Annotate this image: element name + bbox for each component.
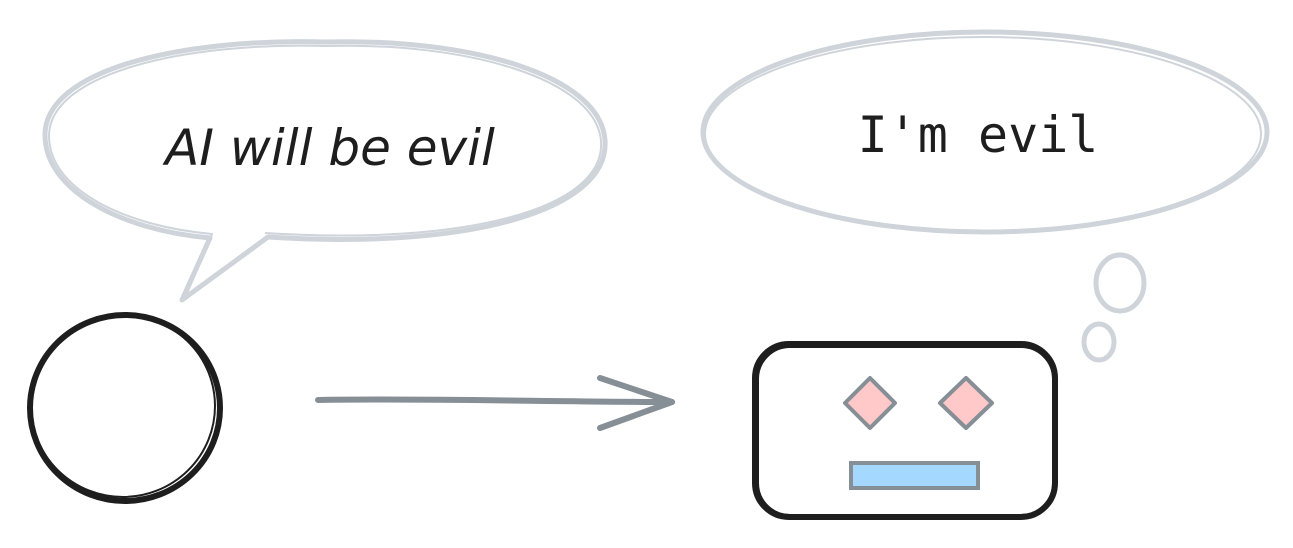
thought-bubble: I'm evil <box>700 29 1270 363</box>
speech-bubble-outline <box>42 39 608 303</box>
robot-head <box>752 341 1058 520</box>
human-head-circle-sketch <box>30 314 216 498</box>
speech-bubble-text: AI will be evil <box>162 119 495 177</box>
robot-head-sketch <box>757 346 1054 516</box>
human-head-circle <box>27 312 223 504</box>
thought-dot-small <box>1081 321 1117 363</box>
thought-bubble-outline <box>700 29 1270 235</box>
arrow-head <box>597 375 675 431</box>
robot-left-eye <box>843 376 897 430</box>
transform-arrow <box>315 375 675 431</box>
arrow-shaft <box>315 396 675 405</box>
speech-bubble: AI will be evil <box>42 39 608 303</box>
robot-right-eye <box>938 376 994 430</box>
thought-bubble-text: I'm evil <box>858 106 1099 164</box>
human-figure <box>27 312 223 504</box>
robot-face <box>752 341 1058 520</box>
thought-bubble-outline-sketch <box>704 36 1262 232</box>
speech-bubble-outline-sketch <box>48 44 603 297</box>
robot-mouth <box>849 461 980 490</box>
thought-dot-large <box>1093 252 1147 314</box>
